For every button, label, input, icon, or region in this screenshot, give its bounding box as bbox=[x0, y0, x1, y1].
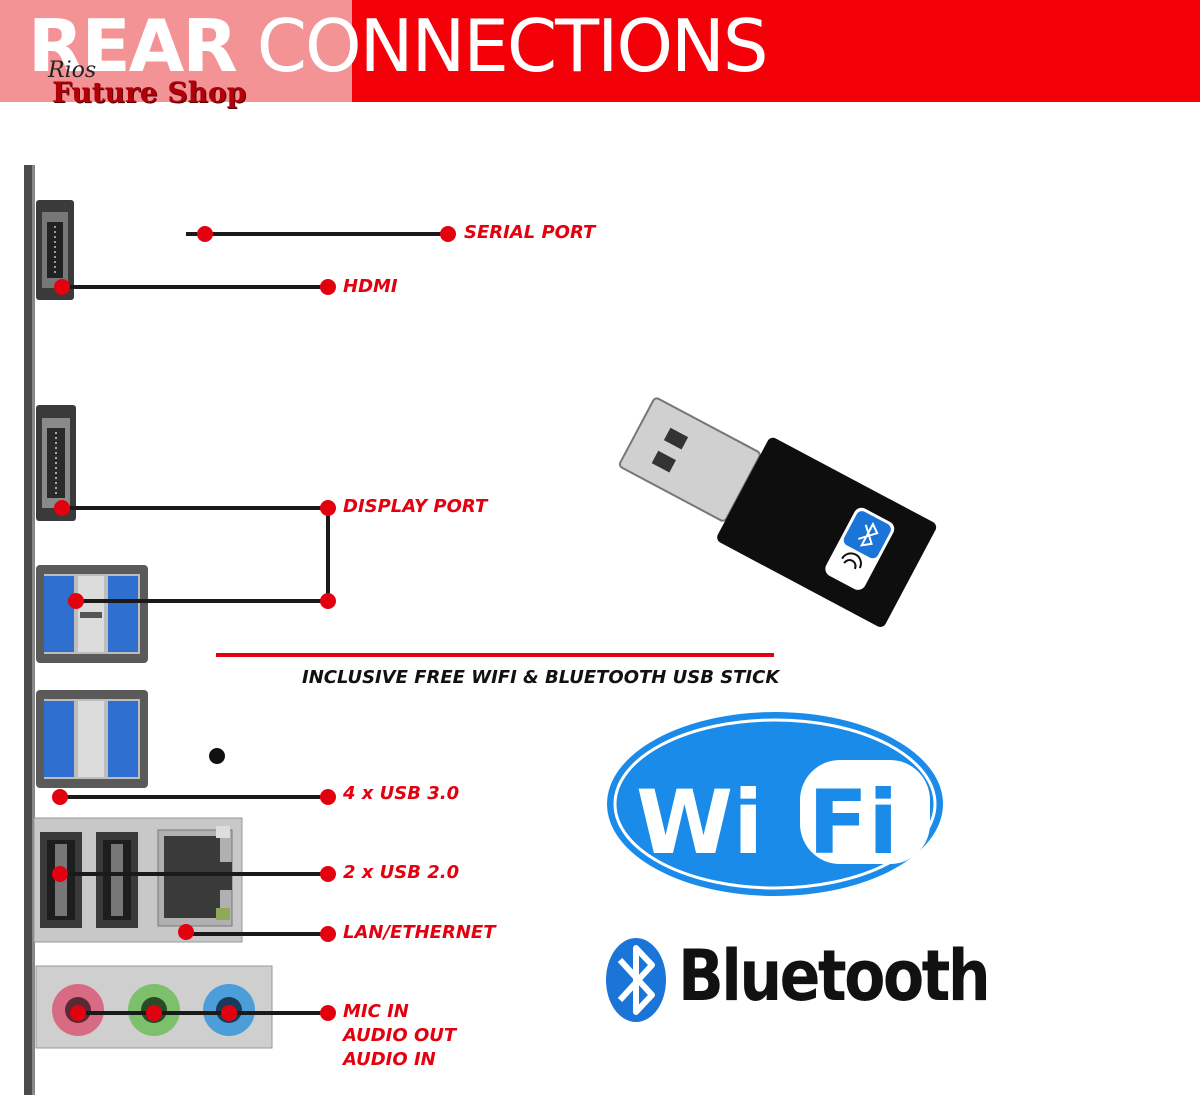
wifi-logo-fi: Fi bbox=[808, 771, 899, 874]
connector-dots bbox=[52, 226, 456, 1021]
banner-title-light: CONNECTIONS bbox=[256, 4, 769, 88]
wifi-logo-wi: Wi bbox=[636, 771, 764, 874]
usb-stick-icon bbox=[618, 397, 937, 627]
leader-lines bbox=[60, 232, 448, 1015]
ethernet-port-icon bbox=[157, 826, 233, 927]
usb2-port-icon bbox=[40, 832, 82, 928]
label-usb30: 4 x USB 3.0 bbox=[343, 783, 460, 804]
label-audio-in: AUDIO IN bbox=[343, 1049, 436, 1070]
display-port-icon bbox=[36, 405, 76, 521]
label-hdmi: HDMI bbox=[343, 276, 398, 297]
hdmi-port-icon bbox=[36, 200, 74, 300]
label-lan: LAN/ETHERNET bbox=[343, 922, 496, 943]
banner-background bbox=[0, 0, 1200, 102]
title-banner: REAR CONNECTIONS Rios Future Shop bbox=[0, 0, 1200, 108]
usb2-port-icon bbox=[96, 832, 138, 928]
label-audio: MIC IN AUDIO OUT AUDIO IN bbox=[343, 1000, 456, 1072]
bluetooth-wordmark: Bluetooth bbox=[678, 935, 991, 1017]
stray-black-dot bbox=[209, 748, 225, 764]
watermark-shop-name: Future Shop bbox=[52, 76, 247, 109]
label-mic-in: MIC IN bbox=[343, 1001, 409, 1022]
usb3-port-icon bbox=[36, 565, 148, 663]
usb3-port-icon bbox=[36, 690, 148, 788]
watermark-script: Rios bbox=[48, 58, 97, 83]
banner-title: REAR CONNECTIONS bbox=[28, 4, 769, 88]
promo-caption: INCLUSIVE FREE WIFI & BLUETOOTH USB STIC… bbox=[302, 667, 780, 688]
label-usb20: 2 x USB 2.0 bbox=[343, 862, 460, 883]
wifi-logo bbox=[607, 712, 943, 896]
banner-title-bold: REAR bbox=[28, 4, 238, 88]
bluetooth-logo bbox=[606, 938, 666, 1022]
io-bracket bbox=[24, 165, 35, 1095]
usb2-lan-block bbox=[33, 817, 243, 943]
label-display-port: DISPLAY PORT bbox=[343, 496, 488, 517]
label-audio-out: AUDIO OUT bbox=[343, 1025, 457, 1046]
label-serial-port: SERIAL PORT bbox=[464, 222, 596, 243]
